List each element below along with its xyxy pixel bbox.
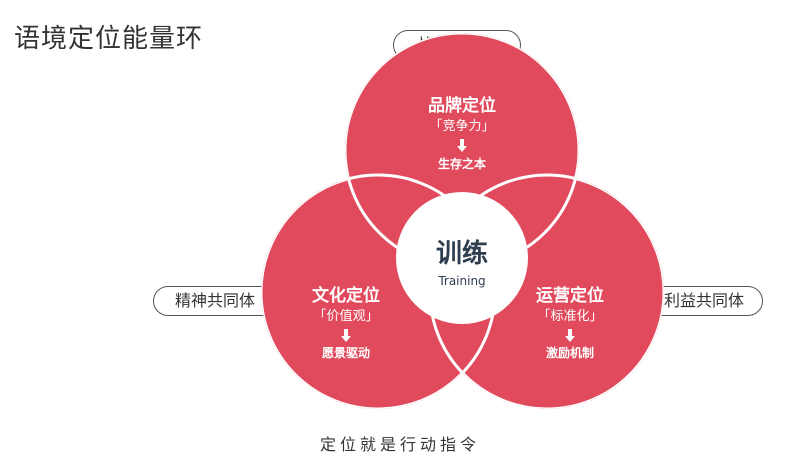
brand-positioning-result: 生存之本 xyxy=(438,156,486,171)
arrow-down-icon xyxy=(457,139,467,152)
interest-community-label: 利益共同体 xyxy=(645,286,763,316)
operation-positioning-sub: 「标准化」 xyxy=(537,309,602,324)
center-subtitle: Training xyxy=(437,274,485,288)
arrow-down-icon xyxy=(341,329,351,342)
center-disk xyxy=(396,192,528,324)
brand-positioning-sub: 「竞争力」 xyxy=(429,118,494,134)
culture-positioning-title: 文化定位 xyxy=(312,285,380,306)
page-title: 语境定位能量环 xyxy=(14,24,204,54)
arrow-down-icon xyxy=(565,329,575,342)
footer-caption: 定位就是行动指令 xyxy=(319,435,480,454)
brand-positioning-title: 品牌定位 xyxy=(428,95,496,116)
operation-positioning-title: 运营定位 xyxy=(536,285,604,306)
center-title: 训练 xyxy=(436,238,488,269)
culture-positioning-result: 愿景驱动 xyxy=(322,346,370,360)
culture-positioning-sub: 「价值观」 xyxy=(313,308,378,324)
operation-positioning-result: 激励机制 xyxy=(546,345,594,360)
